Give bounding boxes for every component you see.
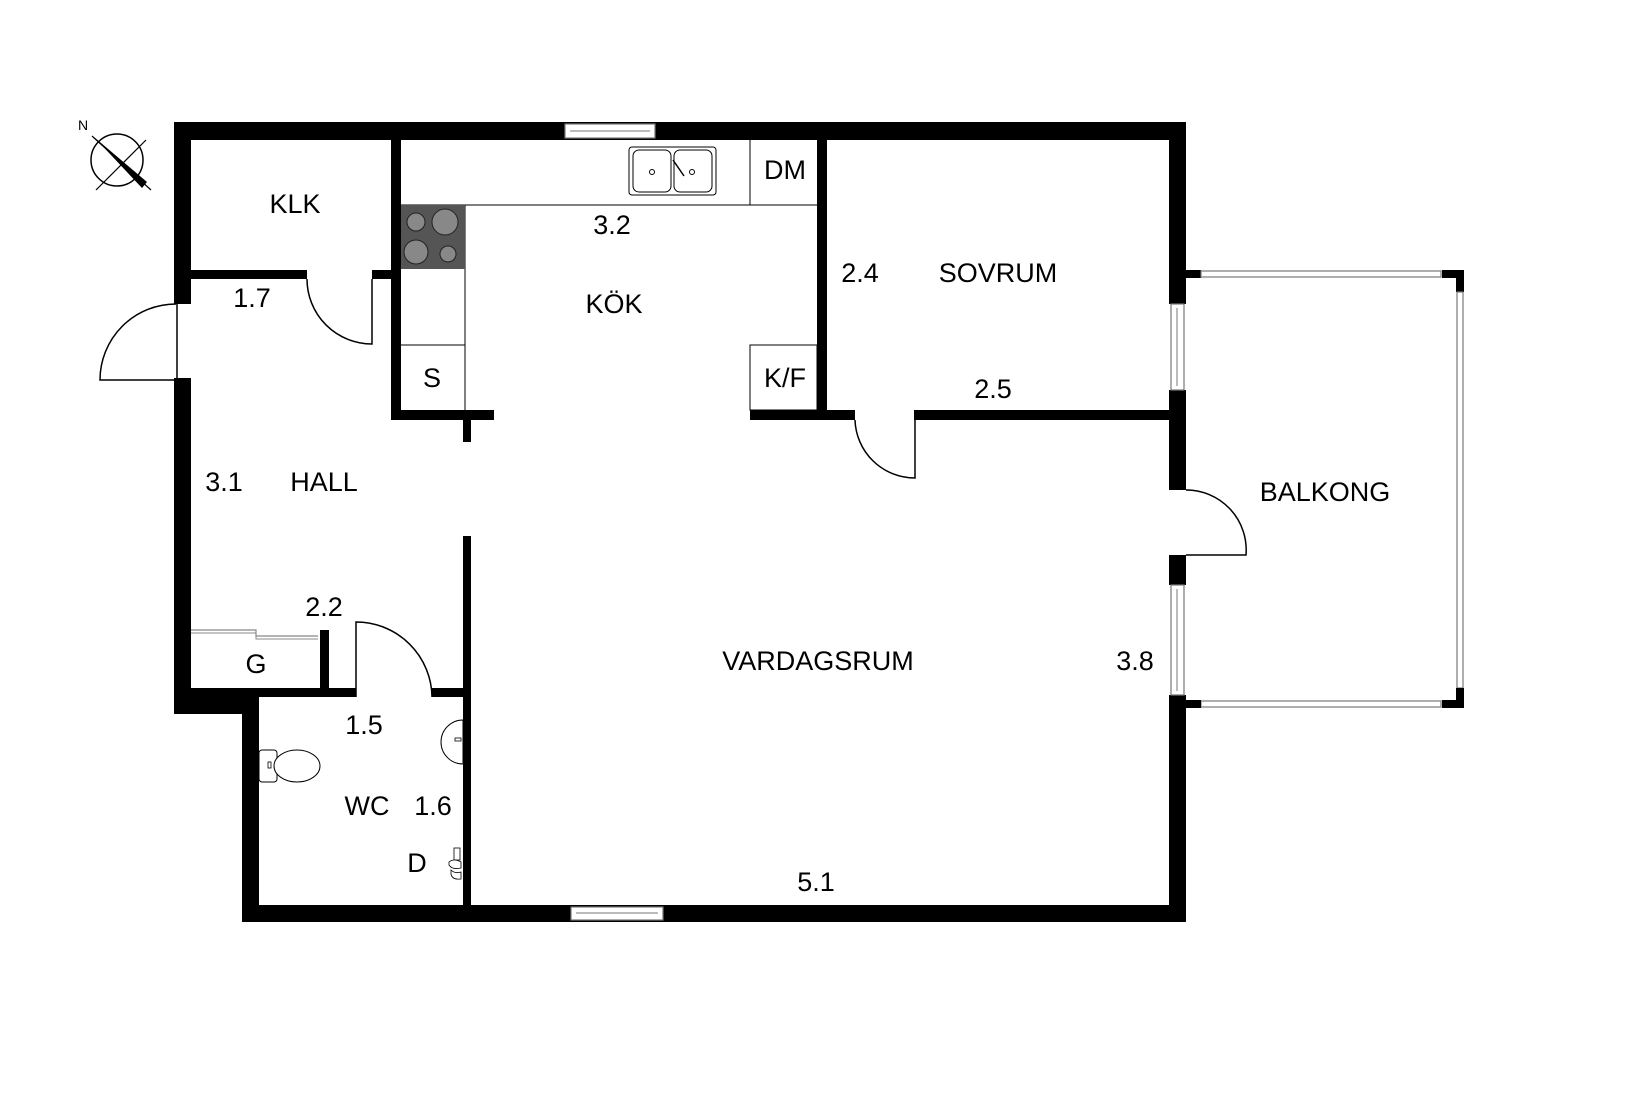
dimension-wc-width: 1.5 xyxy=(345,710,383,740)
fixture-label-d: D xyxy=(407,848,427,878)
exterior-walls xyxy=(174,122,1186,922)
room-label-sovrum: SOVRUM xyxy=(939,258,1058,288)
fixture-label-wardrobe: G xyxy=(245,649,266,679)
dimension-kok-width: 3.2 xyxy=(593,210,631,240)
dimension-hall-lower: 2.2 xyxy=(305,592,343,622)
washbasin-icon xyxy=(440,719,464,765)
room-label-vardagsrum: VARDAGSRUM xyxy=(722,646,914,676)
dimension-wc-height: 1.6 xyxy=(414,791,452,821)
room-label-balkong: BALKONG xyxy=(1260,477,1391,507)
wardrobe-doors xyxy=(191,629,318,640)
windows xyxy=(564,123,1185,921)
stove-icon xyxy=(401,205,465,269)
fixture-label-fridge-freezer: K/F xyxy=(764,363,806,393)
dimension-hall-height: 3.1 xyxy=(205,467,243,497)
fixture-label-s: S xyxy=(423,363,441,393)
room-label-klk: KLK xyxy=(269,189,320,219)
doors xyxy=(99,278,1247,698)
room-label-kok: KÖK xyxy=(585,289,642,319)
shower-icon xyxy=(448,847,462,880)
balcony-railing xyxy=(1186,270,1464,708)
fixture-label-dishwasher: DM xyxy=(764,155,806,185)
dimension-vardagsrum-height: 3.8 xyxy=(1116,646,1154,676)
dimension-hall-top: 1.7 xyxy=(233,283,271,313)
dimension-sovrum-width: 2.5 xyxy=(974,374,1012,404)
sink-icon xyxy=(628,146,717,196)
room-label-wc: WC xyxy=(345,791,390,821)
north-label: N xyxy=(78,117,88,133)
interior-walls xyxy=(191,140,1170,921)
kitchen-counters xyxy=(401,140,818,411)
dimension-vardagsrum-width: 5.1 xyxy=(797,867,835,897)
compass-icon: N xyxy=(78,117,152,191)
room-label-hall: HALL xyxy=(290,467,358,497)
dimension-sovrum-height: 2.4 xyxy=(841,258,879,288)
toilet-icon xyxy=(258,749,321,783)
